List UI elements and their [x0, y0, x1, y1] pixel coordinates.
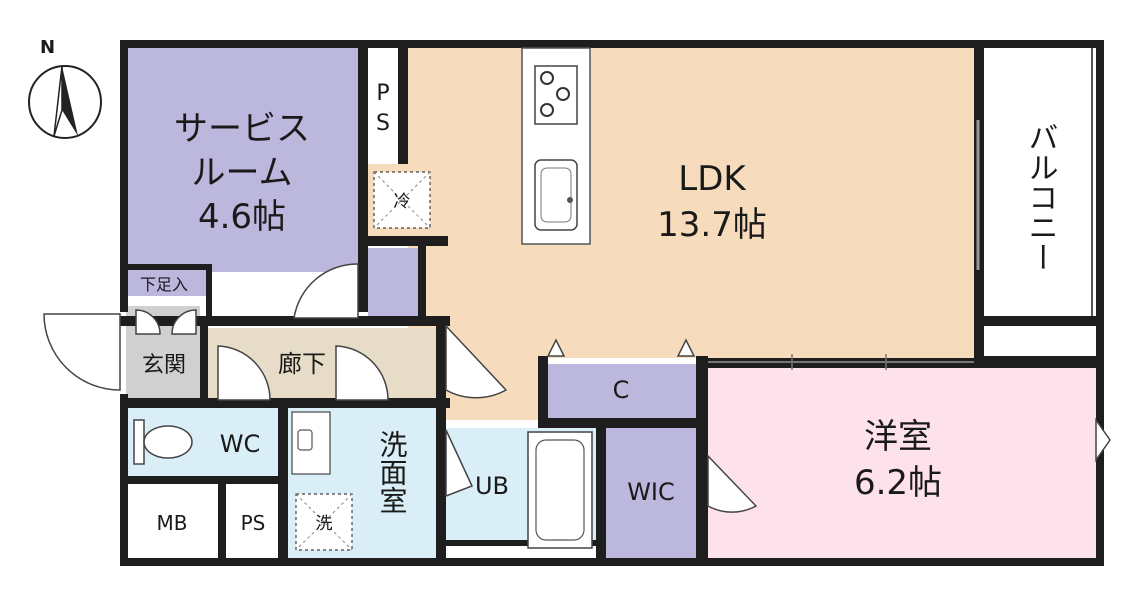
ldk-name: LDK — [678, 159, 747, 199]
pipe-space-bottom-name: PS — [241, 511, 266, 535]
bath-door-icon — [445, 429, 474, 498]
service-room-door-icon — [293, 263, 359, 319]
service-room-name-line1: サービス — [174, 109, 310, 149]
ldk-door-icon — [445, 324, 508, 399]
fridge-label: 冷 — [394, 192, 411, 212]
shoe-box-door-icon — [171, 309, 197, 335]
service-room-area — [126, 46, 358, 272]
shoe-box-name: 下足入 — [140, 275, 188, 294]
wic-area — [606, 428, 696, 558]
shoe-box-door-icon — [135, 309, 161, 335]
western-room-name: 洋室 — [864, 417, 932, 457]
toilet-name: WC — [220, 430, 261, 458]
pipe-space-top-line2: S — [376, 111, 390, 136]
washer-space: 洗 — [295, 493, 353, 551]
shoe-box-area — [126, 270, 206, 296]
washroom-name: 洗面室 — [376, 430, 409, 514]
entrance-name: 玄関 — [142, 353, 186, 378]
washroom-door-icon — [335, 345, 389, 401]
stove-burner-icon — [556, 87, 570, 101]
western-window-icon — [1095, 417, 1111, 463]
wic-door-icon — [707, 454, 758, 513]
western-room-size: 6.2帖 — [854, 463, 942, 503]
compass-north-label: N — [40, 37, 55, 58]
compass-needle-icon — [62, 66, 78, 136]
balcony-name: バルコニー — [1023, 122, 1058, 272]
kitchen-counter — [521, 47, 591, 245]
service-room-name-line2: ルーム — [192, 153, 293, 193]
stove-burner-icon — [540, 71, 554, 85]
wash-basin-icon — [291, 411, 331, 475]
service-room-size: 4.6帖 — [198, 197, 286, 237]
hall-closet-area — [368, 248, 418, 318]
compass-needle-tail-icon — [53, 65, 63, 137]
bathtub-icon — [527, 431, 593, 549]
stove-burner-icon — [540, 103, 554, 117]
washer-label: 洗 — [316, 514, 333, 534]
kitchen-sink-icon — [534, 159, 578, 231]
compass: N — [28, 37, 102, 139]
closet-door-right-icon — [676, 338, 696, 357]
ldk-size: 13.7帖 — [657, 205, 767, 245]
closet-area — [546, 364, 696, 418]
western-room-area — [708, 368, 1096, 558]
wic-name: WIC — [627, 478, 675, 506]
closet-door-left-icon — [546, 338, 566, 357]
closet-name: C — [613, 376, 630, 404]
toilet-door-icon — [217, 345, 271, 401]
doors — [43, 263, 1111, 513]
toilet-icon — [133, 419, 193, 465]
bath-name: UB — [475, 472, 509, 500]
hallway-name: 廊下 — [278, 350, 326, 378]
meter-box-name: MB — [157, 511, 188, 535]
fridge-space: 冷 — [373, 171, 431, 229]
front-door-icon — [43, 313, 121, 391]
pipe-space-top-line1: P — [376, 81, 389, 106]
